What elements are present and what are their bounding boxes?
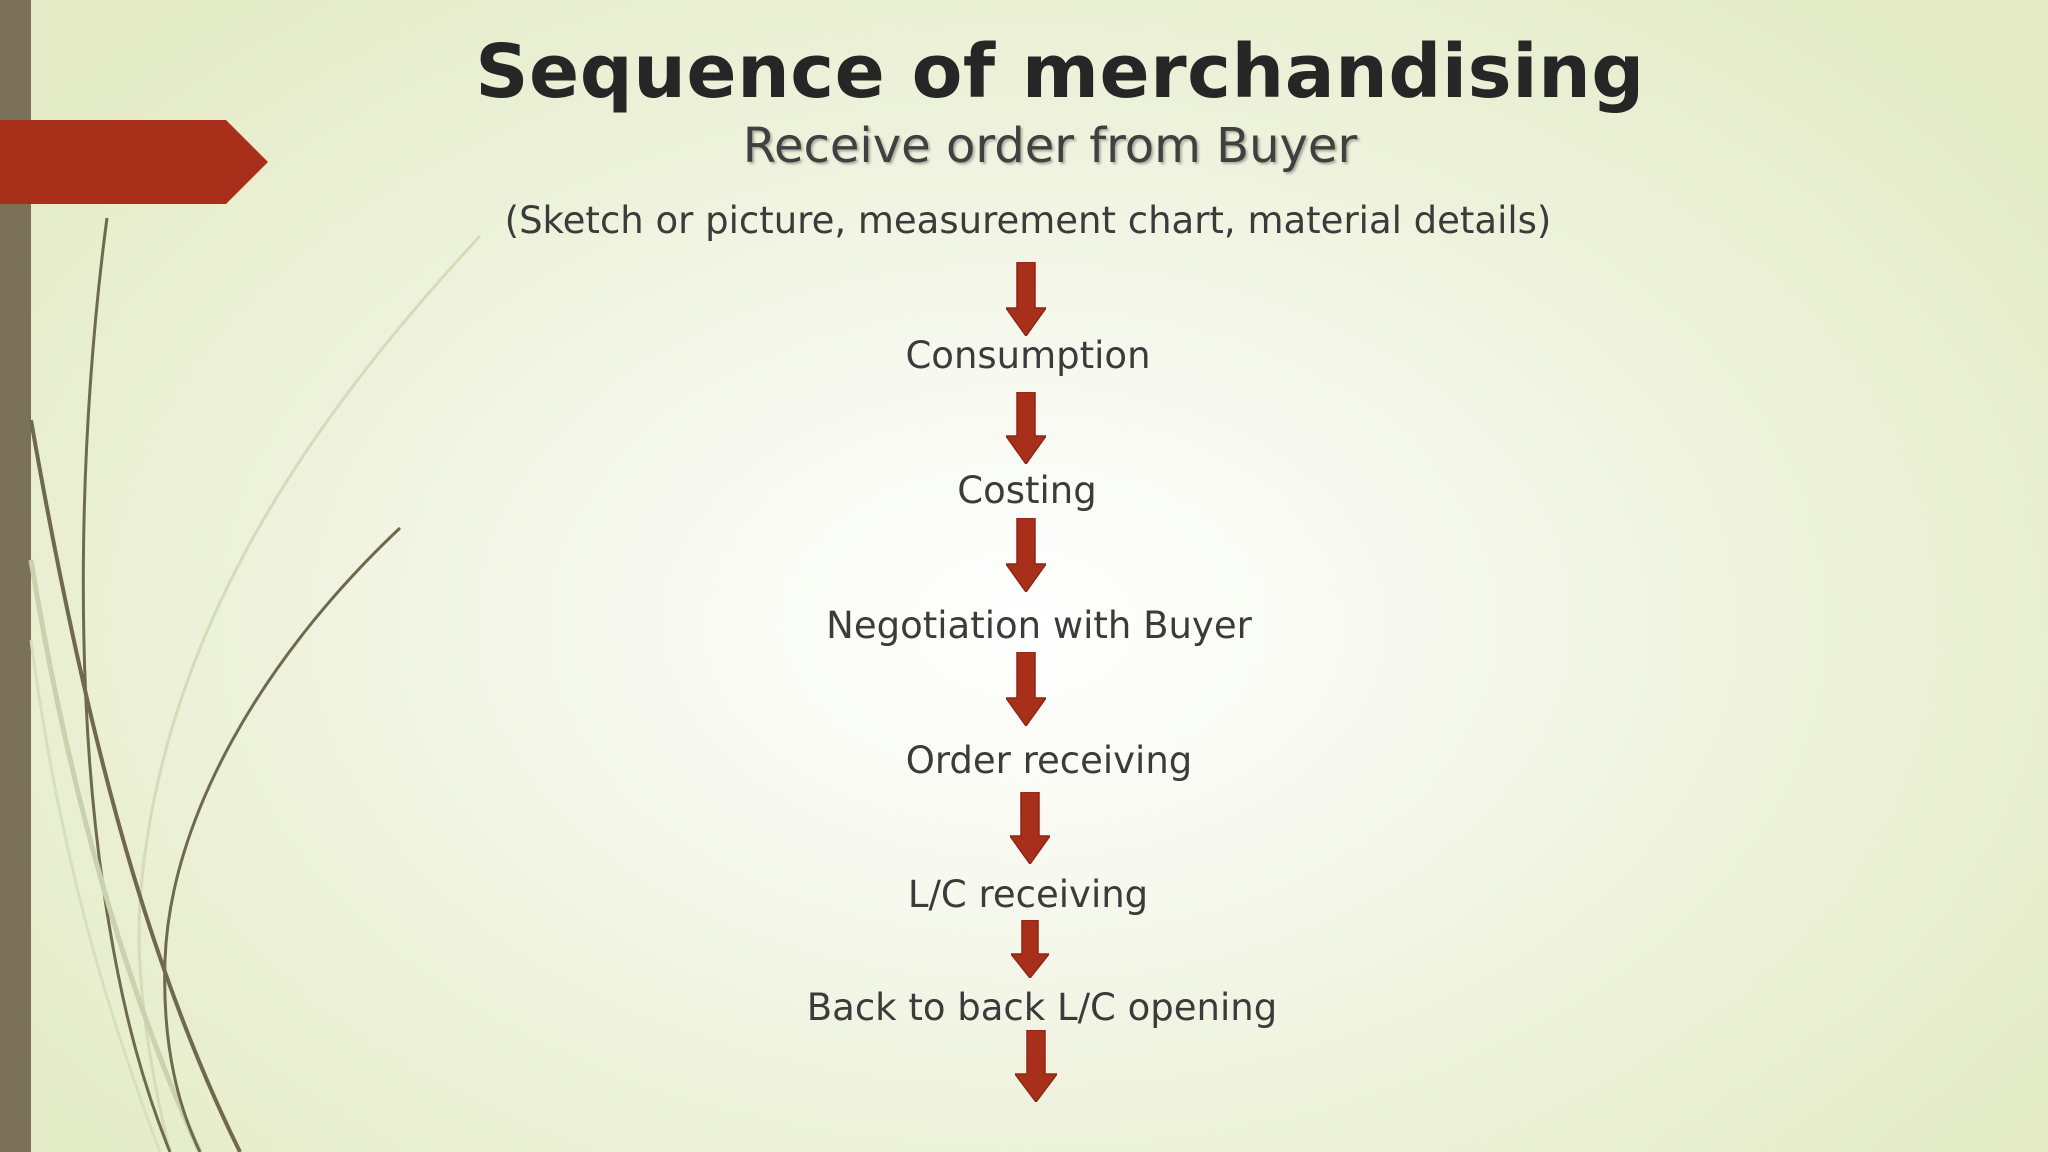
slide-title: Sequence of merchandising	[475, 29, 1645, 115]
decorative-curves	[28, 217, 482, 1152]
flow-step-lc-receiving: L/C receiving	[907, 873, 1149, 916]
slide-banner-arrow	[0, 120, 268, 204]
down-arrow-icon	[1010, 792, 1050, 864]
down-arrow-icon	[1006, 652, 1046, 726]
order-details-note: (Sketch or picture, measurement chart, m…	[504, 199, 1552, 242]
flow-step-consumption: Consumption	[905, 334, 1151, 377]
down-arrow-icon	[1015, 1030, 1057, 1102]
down-arrow-icon	[1011, 920, 1049, 978]
flow-step-costing: Costing	[957, 469, 1097, 512]
flow-step-order-receiving: Order receiving	[905, 739, 1193, 782]
down-arrow-icon	[1006, 518, 1046, 592]
flow-step-negotiation: Negotiation with Buyer	[826, 604, 1252, 647]
down-arrow-icon	[1006, 392, 1046, 464]
flow-step-back-to-back-lc: Back to back L/C opening	[806, 986, 1278, 1029]
slide-subtitle: Receive order from Buyer	[742, 118, 1358, 174]
down-arrow-icon	[1006, 262, 1046, 336]
